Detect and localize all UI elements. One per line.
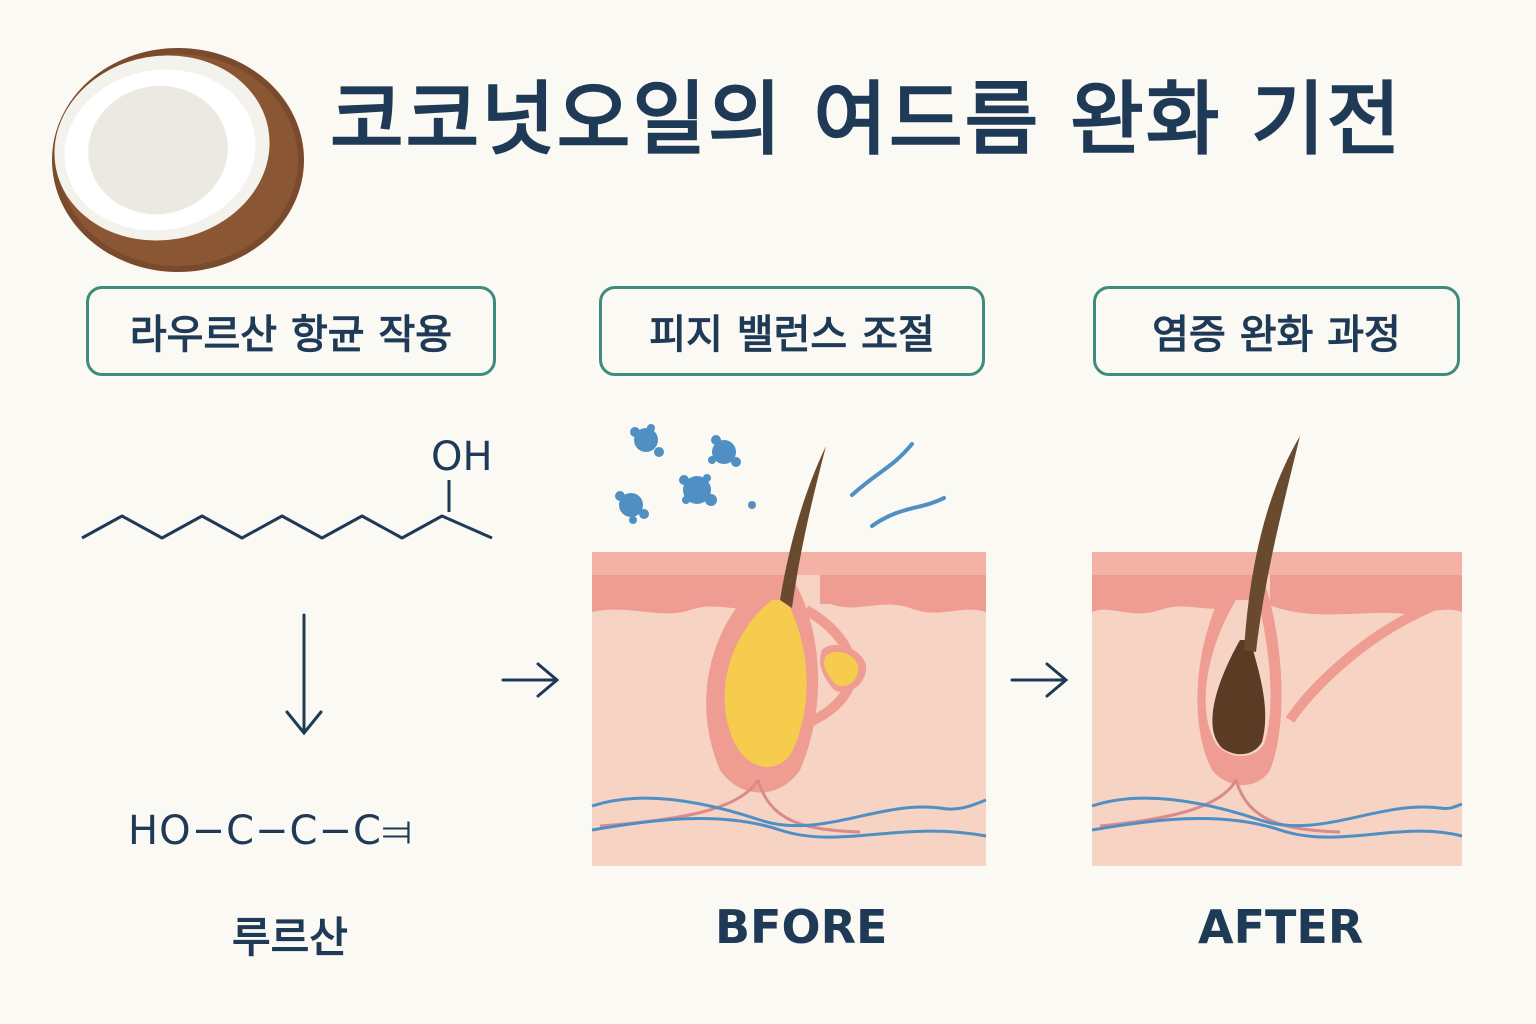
section-label-antibacterial: 라우르산 항균 작용 — [86, 286, 496, 376]
page-title: 코코넛오일의 여드름 완화 기전 — [330, 73, 1403, 166]
lauric-acid-skeleton — [81, 480, 493, 540]
chemical-formula: HO−C−C−C⫤ — [128, 808, 414, 854]
right-arrow-icon — [1010, 662, 1069, 698]
acid-name-label: 루르산 — [232, 913, 348, 962]
skin-before-panel — [591, 446, 987, 866]
oh-label: OH — [431, 434, 493, 480]
right-arrow-icon — [501, 662, 560, 698]
down-arrow-icon — [285, 613, 323, 736]
coconut-icon — [52, 48, 304, 272]
section-label-sebum-balance: 피지 밸런스 조절 — [599, 286, 985, 376]
before-caption: BFORE — [715, 900, 888, 954]
bacteria-rods — [850, 442, 946, 528]
after-caption: AFTER — [1198, 900, 1364, 954]
skin-after-panel — [1091, 436, 1463, 866]
section-label-inflammation: 염증 완화 과정 — [1093, 286, 1460, 376]
